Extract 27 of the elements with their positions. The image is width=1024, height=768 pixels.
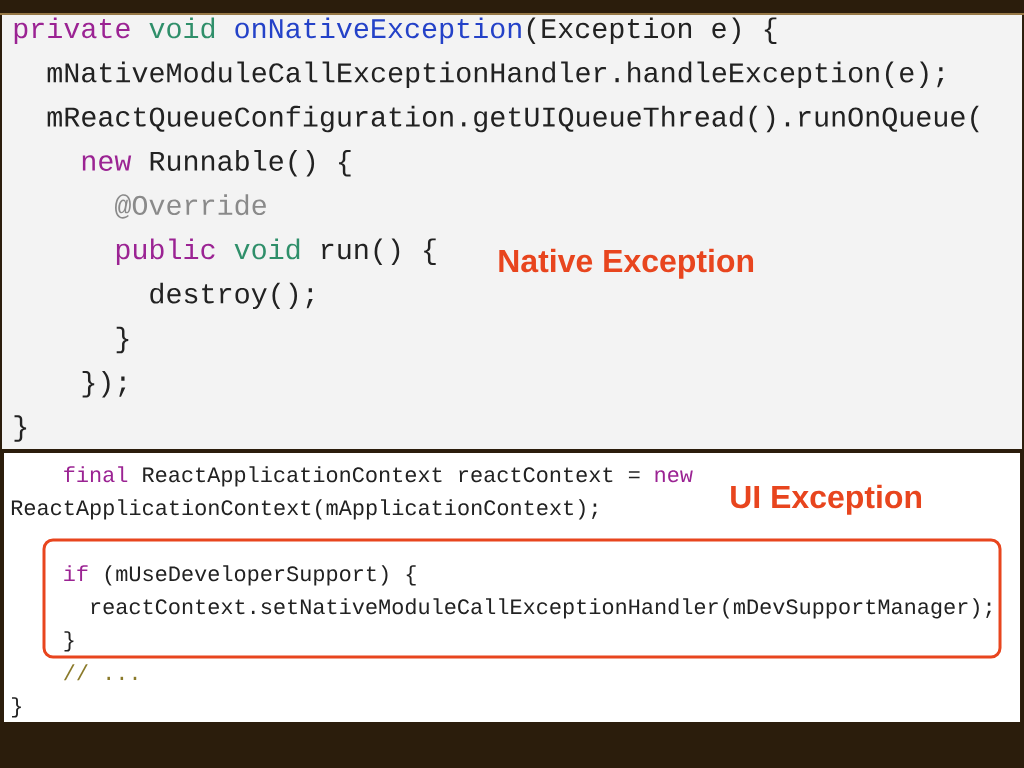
code-text: mNativeModuleCallExceptionHandler.handleException(e); [47, 61, 944, 89]
code-text: destroy(); [150, 282, 313, 310]
code-keyword: void [149, 17, 215, 39]
code-text: } [12, 697, 21, 718]
code-text: } [116, 326, 129, 354]
code-keyword: void [234, 238, 300, 260]
code-keyword: new [82, 155, 132, 171]
code-text: ReactApplicationContext(mApplicationContext); [11, 499, 597, 520]
heading: Native Exception [499, 248, 754, 279]
code-text: reactContext.setNativeModuleCallExceptionHandler(mDevSupportManager); [91, 598, 991, 619]
code-text: (mUseDeveloperSupport) { [105, 565, 416, 586]
code-text: mReactQueueConfiguration.getUIQueueThread().runOnQueue( [47, 105, 979, 133]
highlight-box [42, 538, 1002, 659]
code-keyword: private [14, 17, 130, 44]
code-keyword: new [655, 470, 693, 483]
code-annotation: @Override [115, 194, 266, 219]
code-text: run() { [322, 238, 436, 265]
code-keyword: final [64, 466, 128, 483]
code-text: (Exception e) { [527, 17, 777, 44]
code-text: } [64, 631, 74, 652]
code-text: ReactApplicationContext reactContext = [143, 466, 640, 487]
code-text: Runnable() { [150, 150, 351, 177]
code-keyword: if [64, 565, 88, 581]
code-keyword: public [116, 238, 215, 265]
code-text: }); [82, 371, 126, 398]
code-text: } [14, 415, 27, 442]
code-text: onNativeException [235, 17, 521, 44]
